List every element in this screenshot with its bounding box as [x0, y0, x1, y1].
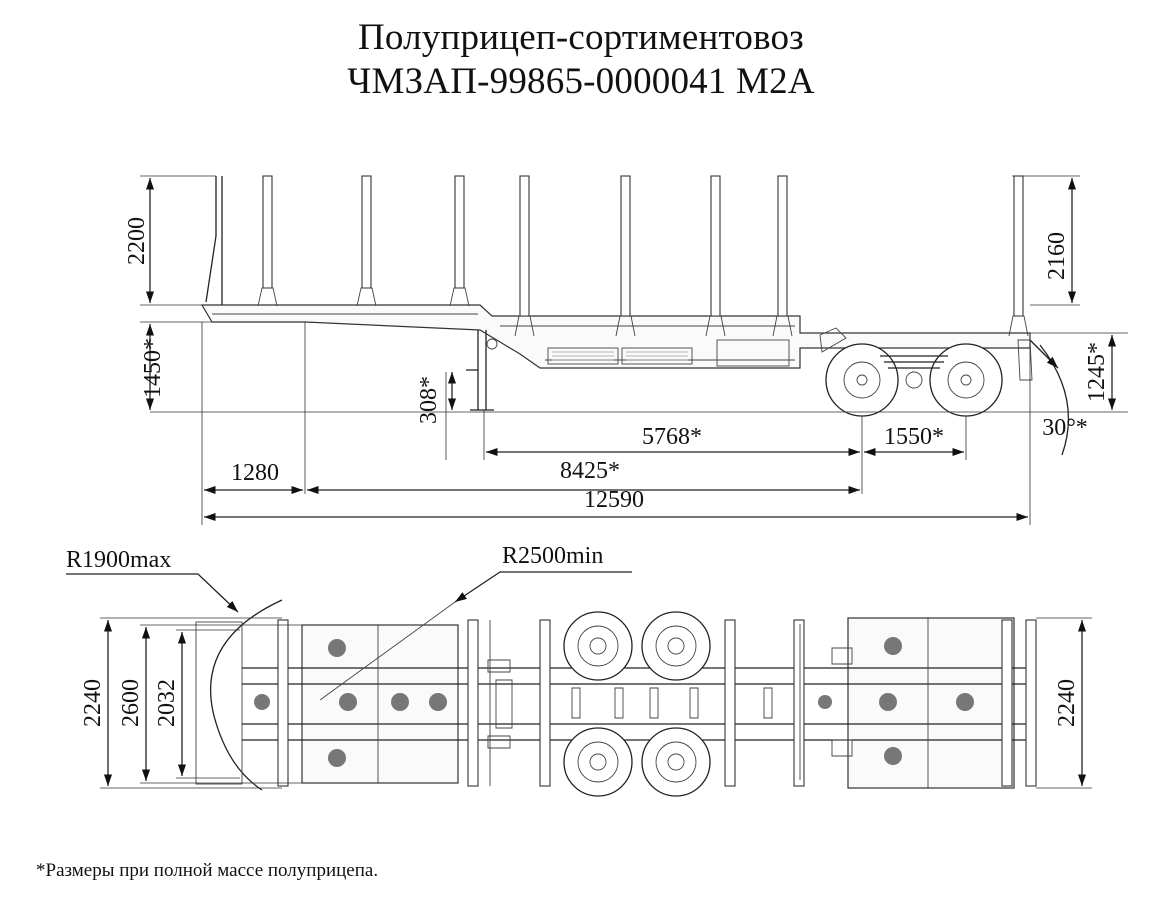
- dim-2160: 2160: [1044, 232, 1070, 280]
- dim-2032: 2032: [154, 679, 180, 727]
- side-view: 2200 1450* 2160 1245* 308* 5768* 1550* 3…: [124, 175, 1128, 525]
- top-headboard: [195, 621, 243, 785]
- bolsters: [277, 618, 1037, 788]
- dim-r2500min: R2500min: [502, 543, 603, 569]
- leader-radius-min: [454, 571, 632, 603]
- dim-1280: 1280: [231, 460, 279, 486]
- dim-2240-right: 2240: [1054, 679, 1080, 727]
- drawing-title-line-2: ЧМЗАП-99865-0000041 М2А: [347, 61, 815, 102]
- dim-12590: 12590: [584, 487, 644, 513]
- dim-2200: 2200: [124, 217, 150, 265]
- wheel-front: [825, 343, 899, 417]
- dim-308: 308*: [416, 376, 442, 424]
- toolbox: [716, 339, 790, 367]
- drawing-title-line-1: Полуприцеп-сортиментовоз: [358, 17, 804, 58]
- spare-wheel-left: [547, 347, 619, 365]
- leader-radius-max: [66, 573, 239, 613]
- landing-legs: [466, 330, 494, 411]
- front-headboard: [205, 176, 223, 305]
- stakes: [257, 175, 1029, 337]
- frame-rails: [242, 667, 1035, 741]
- dim-1550: 1550*: [884, 424, 944, 450]
- footnote: *Размеры при полной массе полуприцепа.: [36, 860, 379, 881]
- top-rear-panel: [847, 617, 1015, 789]
- dim-8425: 8425*: [560, 458, 620, 484]
- spare-wheel-right: [621, 347, 693, 365]
- dim-1245: 1245*: [1084, 342, 1110, 402]
- lightening-holes: [254, 637, 974, 767]
- suspension-spring: [880, 355, 948, 369]
- turning-radius-arc: [210, 599, 283, 791]
- dim-r1900max: R1900max: [66, 547, 171, 573]
- trailer-frame: [200, 304, 1031, 369]
- dim-5768: 5768*: [642, 424, 702, 450]
- dim-1450: 1450*: [140, 338, 166, 398]
- dim-angle: 30°*: [1042, 415, 1088, 441]
- top-wheels: [563, 611, 711, 797]
- top-view: R1900max R2500min 2240 2600 2032 2240: [66, 543, 1092, 797]
- wheel-rear: [929, 343, 1003, 417]
- dim-2600: 2600: [118, 679, 144, 727]
- dim-2240-left: 2240: [80, 679, 106, 727]
